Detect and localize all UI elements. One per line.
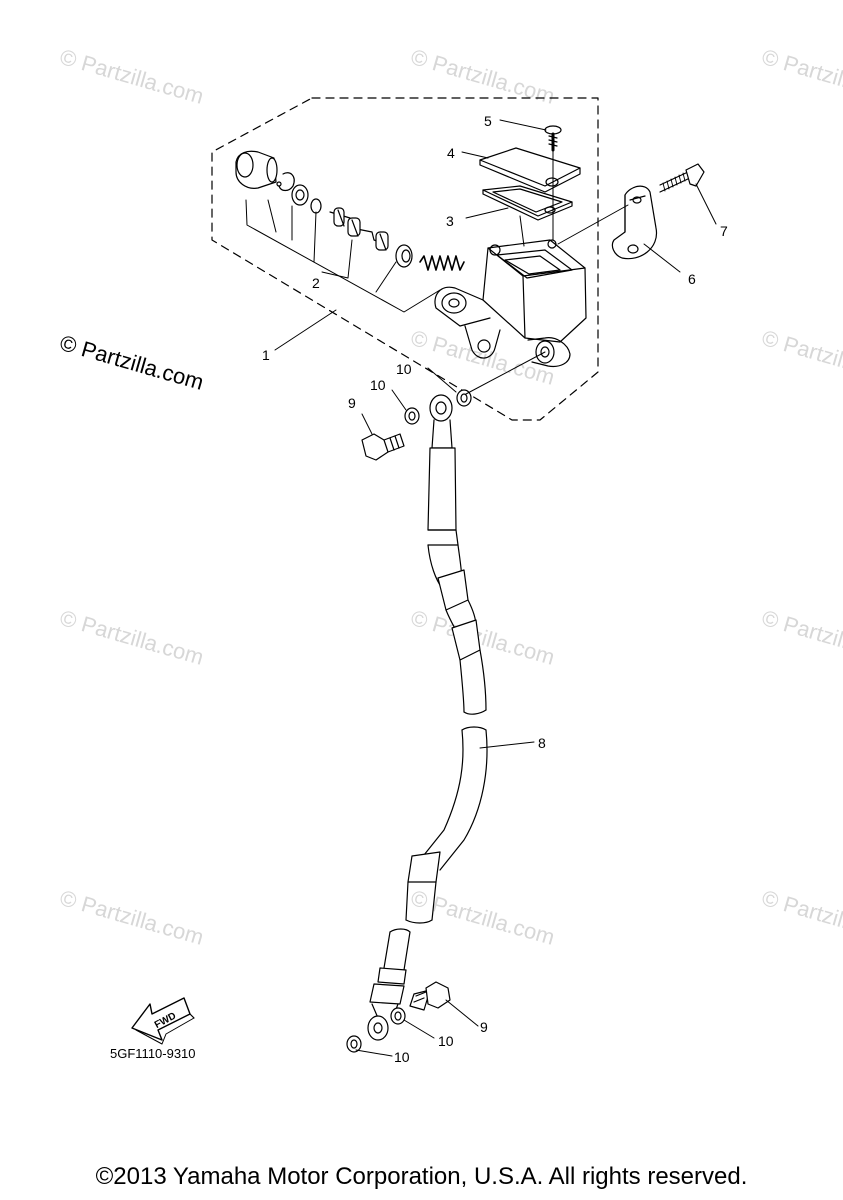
copper-washer-c xyxy=(346,1035,362,1053)
callout-10-upper-b: 10 xyxy=(396,361,412,377)
callout-9-lower: 9 xyxy=(480,1019,488,1035)
brake-hose xyxy=(367,394,488,1041)
cap-screw xyxy=(544,125,562,152)
callout-2: 2 xyxy=(312,275,320,291)
union-bolt-lower xyxy=(409,981,451,1011)
reservoir-cap xyxy=(479,147,581,193)
piston-kit xyxy=(235,150,465,271)
callout-10-lower-a: 10 xyxy=(438,1033,454,1049)
copper-washer-b xyxy=(456,389,472,407)
clamp-bolt xyxy=(659,163,705,193)
callout-3: 3 xyxy=(446,213,454,229)
callout-1: 1 xyxy=(262,347,270,363)
copyright-notice: ©2013 Yamaha Motor Corporation, U.S.A. A… xyxy=(95,1163,748,1190)
assembly-boundary xyxy=(211,97,599,421)
clamp-holder xyxy=(611,185,658,260)
fwd-arrow xyxy=(131,997,195,1045)
callout-7: 7 xyxy=(720,223,728,239)
callout-8: 8 xyxy=(538,735,546,751)
callout-10-lower-b: 10 xyxy=(394,1049,410,1065)
union-bolt-upper xyxy=(361,433,405,461)
callout-10-upper-a: 10 xyxy=(370,377,386,393)
master-cylinder-body xyxy=(434,239,587,368)
callout-4: 4 xyxy=(447,145,455,161)
diaphragm xyxy=(482,185,573,221)
callout-5: 5 xyxy=(484,113,492,129)
callout-9-upper: 9 xyxy=(348,395,356,411)
diagram-code: 5GF1110-9310 xyxy=(110,1046,196,1061)
copper-washer-d xyxy=(390,1007,406,1025)
copper-washer-a xyxy=(404,407,420,425)
callout-6: 6 xyxy=(688,271,696,287)
